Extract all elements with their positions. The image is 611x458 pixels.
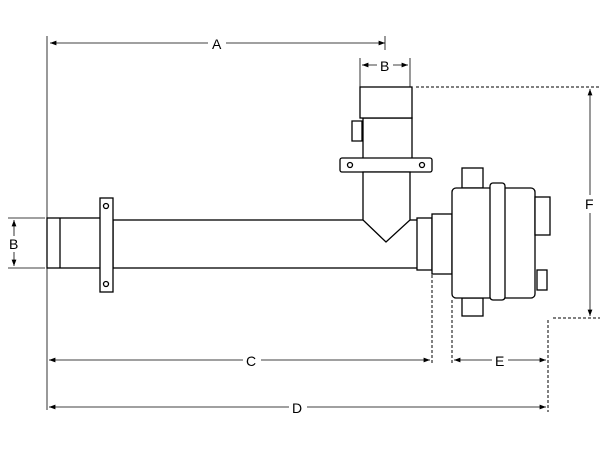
heater-body bbox=[416, 167, 551, 317]
vertical-pipe bbox=[339, 86, 433, 243]
dim-label-d: D bbox=[292, 400, 302, 416]
dim-label-b-left: B bbox=[9, 236, 18, 252]
dim-label-f: F bbox=[585, 196, 594, 212]
dim-label-e: E bbox=[495, 353, 504, 369]
main-pipe bbox=[46, 197, 419, 293]
dim-label-c: C bbox=[246, 353, 256, 369]
dim-label-b-top: B bbox=[380, 58, 389, 74]
dim-label-a: A bbox=[212, 36, 222, 52]
